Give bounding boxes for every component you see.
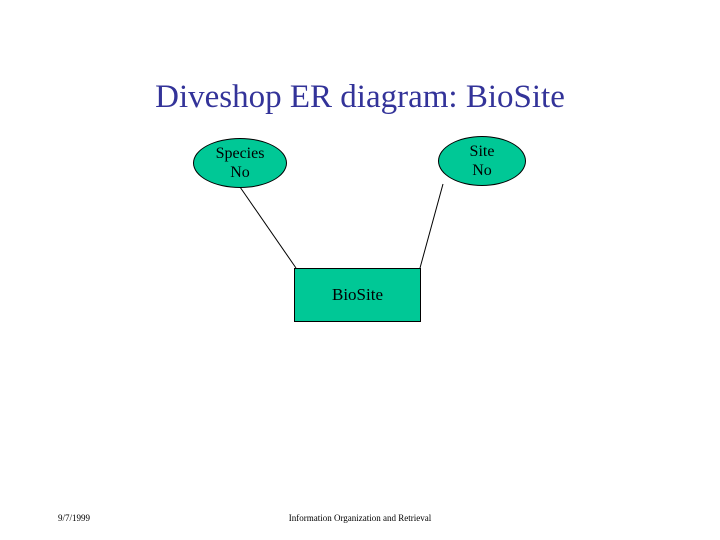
page-title: Diveshop ER diagram: BioSite	[155, 79, 565, 115]
attribute-node-species-no[interactable]: Species No	[193, 138, 287, 188]
footer-date: 9/7/1999	[58, 513, 91, 523]
connector-site-no-to-biosite	[419, 183, 444, 269]
attribute-label-line-2: No	[230, 164, 250, 181]
attribute-label-line-2: No	[472, 162, 492, 179]
attribute-node-site-no[interactable]: Site No	[438, 136, 526, 186]
connector-species-no-to-biosite	[239, 186, 297, 269]
entity-label: BioSite	[331, 285, 383, 304]
footer-course-title: Information Organization and Retrieval	[288, 513, 432, 523]
entity-node-biosite[interactable]: BioSite	[294, 268, 421, 322]
attribute-label-line-1: Species	[215, 145, 265, 162]
attribute-label-line-1: Site	[469, 143, 495, 160]
